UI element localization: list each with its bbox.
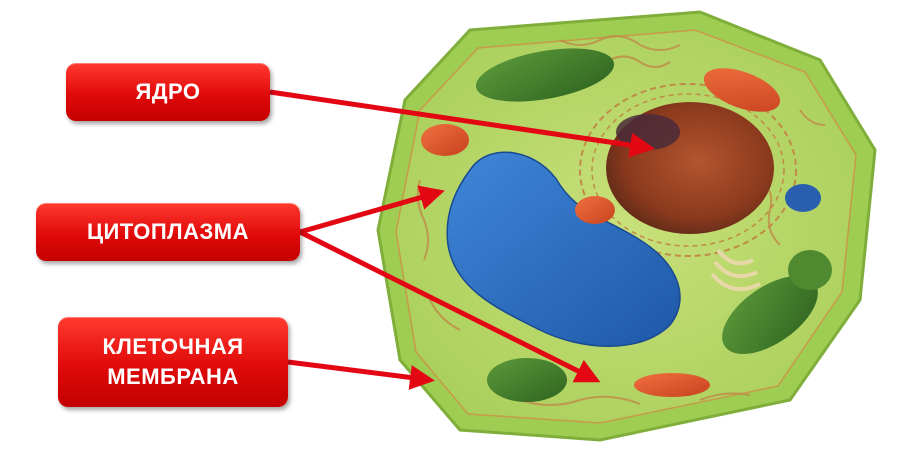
chloroplast <box>487 358 567 402</box>
arrow-membrane <box>287 359 435 390</box>
chloroplast <box>788 250 832 290</box>
chloroplast <box>722 275 818 355</box>
arrow-cytoplasm-lower <box>298 229 601 383</box>
chloroplast <box>475 48 615 102</box>
mitochondrion <box>703 68 781 112</box>
nuclear-envelope <box>579 83 797 257</box>
arrow-cytoplasm-upper <box>299 185 445 235</box>
label-membrane-line2: МЕМБРАНА <box>107 364 239 389</box>
label-nucleus: ЯДРО <box>66 63 270 121</box>
endoplasmic-reticulum <box>416 35 826 406</box>
label-nucleus-text: ЯДРО <box>135 79 201 104</box>
vacuole <box>446 151 681 347</box>
mitochondrion <box>634 373 710 397</box>
mitochondrion <box>421 124 469 156</box>
label-membrane: КЛЕТОЧНАЯ МЕМБРАНА <box>58 317 288 407</box>
mitochondrion <box>575 196 615 224</box>
label-cytoplasm-text: ЦИТОПЛАЗМА <box>86 219 250 244</box>
vesicle <box>785 184 821 212</box>
golgi-apparatus <box>710 248 761 292</box>
arrow-nucleus <box>269 89 655 158</box>
label-membrane-line1: КЛЕТОЧНАЯ <box>102 334 244 359</box>
label-cytoplasm: ЦИТОПЛАЗМА <box>36 203 300 261</box>
